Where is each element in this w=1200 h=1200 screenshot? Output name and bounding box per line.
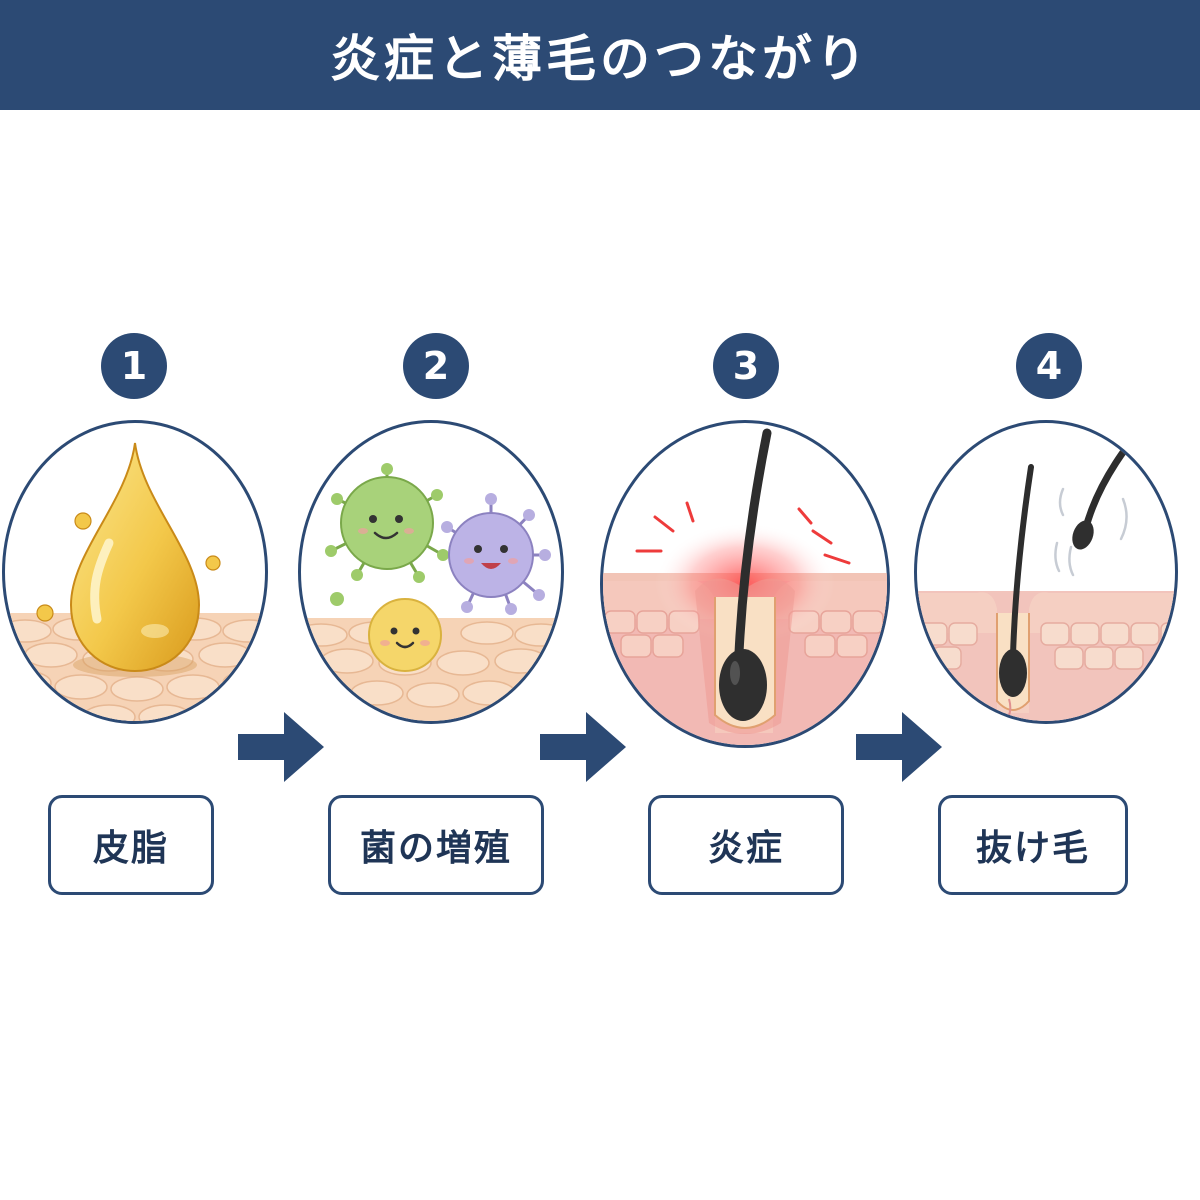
step-4-number: 4: [1016, 333, 1082, 399]
arrow-1-icon: [238, 712, 324, 782]
step-2-illustration: [298, 420, 564, 724]
hair-loss-icon: [917, 423, 1175, 721]
title-banner: 炎症と薄毛のつながり: [0, 0, 1200, 110]
step-2-label: 菌の増殖: [359, 828, 512, 869]
oil-drop-icon: [5, 442, 265, 721]
step-2-number: 2: [403, 333, 469, 399]
step-3-illustration: [600, 420, 890, 748]
step-1-illustration: [2, 420, 268, 724]
step-4-label-box: 抜け毛: [938, 795, 1128, 895]
arrow-2-icon: [540, 712, 626, 782]
step-1-label: 皮脂: [92, 828, 169, 869]
step-3-number: 3: [713, 333, 779, 399]
step-3-label: 炎症: [707, 828, 784, 869]
step-2-label-box: 菌の増殖: [328, 795, 544, 895]
inflamed-follicle-icon: [603, 428, 887, 745]
step-3-label-box: 炎症: [648, 795, 844, 895]
step-1-number: 1: [101, 333, 167, 399]
step-4-illustration: [914, 420, 1178, 724]
step-1-label-box: 皮脂: [48, 795, 214, 895]
step-4-label: 抜け毛: [975, 828, 1090, 869]
bacteria-icon: [301, 463, 561, 721]
arrow-3-icon: [856, 712, 942, 782]
page-title: 炎症と薄毛のつながり: [330, 30, 870, 88]
